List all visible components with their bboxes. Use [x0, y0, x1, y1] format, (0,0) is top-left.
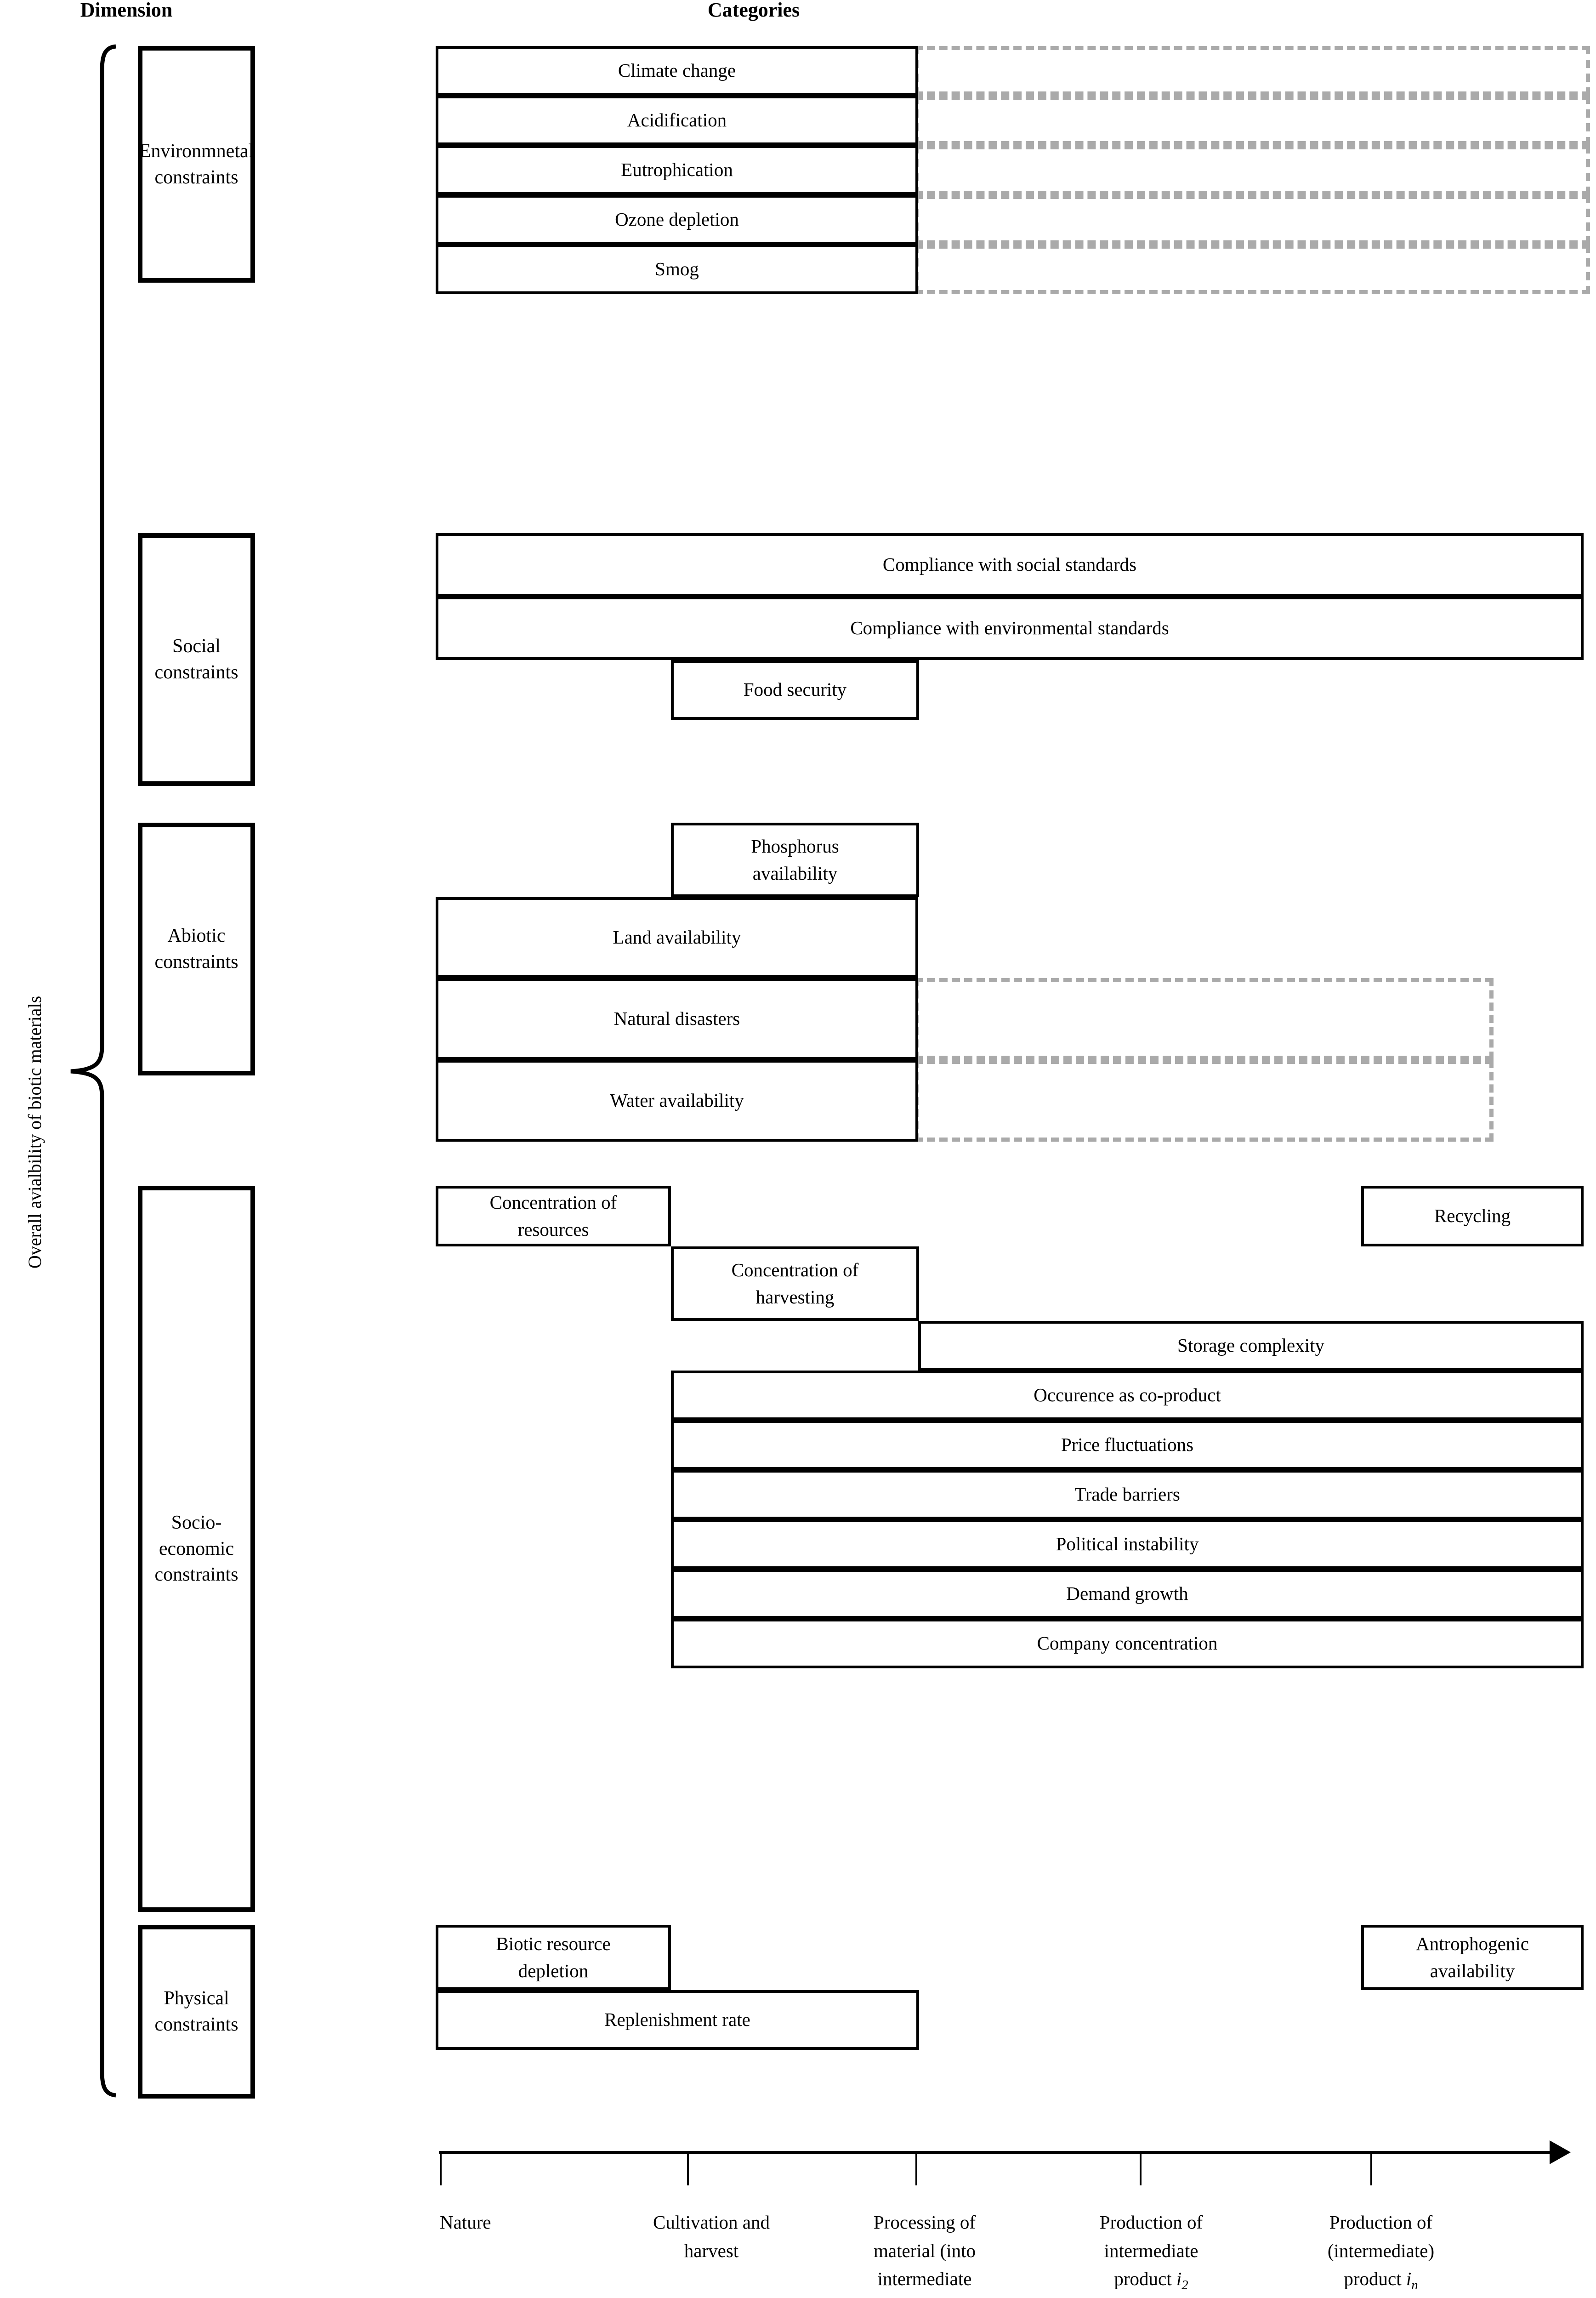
- dimension-label-social-line1: Social: [172, 636, 221, 657]
- dashed-extension-acidification: [914, 96, 1590, 145]
- axis-tick-production-in: [1370, 2154, 1372, 2185]
- dashed-extension-eutrophication: [914, 145, 1590, 195]
- stage-processing-line2: material (into: [874, 2240, 976, 2261]
- stage-production-i2-product-index: 2: [1181, 2278, 1188, 2293]
- stage-production-i2-product-word: product: [1114, 2268, 1176, 2289]
- dashed-extension-smog: [914, 245, 1590, 294]
- category-box-ozone-depletion: Ozone depletion: [436, 195, 918, 245]
- header-categories: Categories: [707, 0, 800, 21]
- dashed-extension-natural-disasters: [914, 978, 1494, 1060]
- stage-production-in-line1: Production of: [1329, 2212, 1433, 2233]
- category-box-company-concentration: Company concentration: [671, 1619, 1584, 1668]
- category-box-occurence-as-co-product: Occurence as co-product: [671, 1371, 1584, 1420]
- stage-cultivation-line1: Cultivation and: [653, 2212, 770, 2233]
- stage-processing-line1: Processing of: [873, 2212, 976, 2233]
- overall-availability-label: Overall avialbility of biotic materials: [24, 995, 45, 1268]
- category-box-concentration-of-harvesting: Concentration of harvesting: [671, 1246, 919, 1321]
- category-label-antrophogenic-line2: availability: [1430, 1960, 1515, 1981]
- category-box-replenishment-rate: Replenishment rate: [436, 1990, 919, 2050]
- value-chain-stage-production-in: Production of (intermediate) product in: [1307, 2208, 1454, 2295]
- axis-tick-nature: [440, 2154, 442, 2185]
- category-box-smog: Smog: [436, 245, 918, 294]
- dimension-box-physical: Physical constraints: [138, 1925, 255, 2099]
- overall-brace-icon: [70, 44, 118, 2098]
- dimension-box-abiotic: Abiotic constraints: [138, 823, 255, 1075]
- stage-production-i2-line3: product i2: [1082, 2265, 1220, 2295]
- category-box-biotic-resource-depletion: Biotic resource depletion: [436, 1925, 671, 1990]
- category-label-phosphorus-line1: Phosphorus: [751, 835, 839, 857]
- dimension-label-socio-line3: constraints: [154, 1564, 239, 1586]
- category-box-water-availability: Water availability: [436, 1060, 918, 1142]
- stage-production-in-product-symbol: i: [1406, 2268, 1412, 2289]
- category-box-antrophogenic-availability: Antrophogenic availability: [1361, 1925, 1584, 1990]
- stage-production-in-product-index: n: [1411, 2278, 1418, 2293]
- stage-processing-line4: product i1): [856, 2293, 994, 2298]
- category-box-political-instability: Political instability: [671, 1519, 1584, 1569]
- axis-tick-production-i2: [1140, 2154, 1142, 2185]
- category-label-concentration-harvesting-line1: Concentration of: [731, 1259, 859, 1280]
- stage-production-in-line3: product in: [1307, 2265, 1454, 2295]
- stage-production-i2-product-symbol: i: [1176, 2268, 1182, 2289]
- category-box-climate-change: Climate change: [436, 46, 918, 96]
- axis-tick-processing: [915, 2154, 917, 2185]
- category-label-phosphorus-line2: availability: [752, 863, 838, 884]
- dashed-extension-climate-change: [914, 46, 1590, 96]
- stage-production-i2-line2: intermediate: [1104, 2240, 1198, 2261]
- dimension-box-environmental: Environmnetal constraints: [138, 46, 255, 283]
- dashed-extension-water-availability: [914, 1060, 1494, 1142]
- stage-cultivation-line2: harvest: [684, 2240, 739, 2261]
- dimension-label-social-line2: constraints: [154, 662, 239, 683]
- stage-processing-product-symbol: i: [947, 2297, 952, 2298]
- value-chain-stage-nature: Nature: [440, 2208, 591, 2237]
- stage-processing-product-word: product: [885, 2297, 947, 2298]
- dimension-label-socio-line2: economic: [159, 1538, 234, 1559]
- category-label-concentration-resources-line2: resources: [517, 1219, 589, 1240]
- category-box-phosphorus-availability: Phosphorus availability: [671, 823, 919, 897]
- dimension-box-socio-economic: Socio- economic constraints: [138, 1186, 255, 1912]
- dimension-label-physical-line2: constraints: [154, 2014, 239, 2035]
- value-chain-stage-processing: Processing of material (into intermediat…: [856, 2208, 994, 2298]
- value-chain-stage-cultivation: Cultivation and harvest: [633, 2208, 789, 2265]
- category-label-concentration-harvesting-line2: harvesting: [755, 1286, 835, 1308]
- category-box-eutrophication: Eutrophication: [436, 145, 918, 195]
- dimension-label-socio-line1: Socio-: [171, 1512, 222, 1533]
- category-box-trade-barriers: Trade barriers: [671, 1470, 1584, 1519]
- stage-production-in-product-word: product: [1344, 2268, 1406, 2289]
- dimension-label-physical-line1: Physical: [164, 1988, 229, 2009]
- dashed-extension-ozone-depletion: [914, 195, 1590, 245]
- axis-tick-cultivation: [687, 2154, 689, 2185]
- category-box-acidification: Acidification: [436, 96, 918, 145]
- stage-production-i2-line1: Production of: [1099, 2212, 1203, 2233]
- category-box-demand-growth: Demand growth: [671, 1569, 1584, 1619]
- category-box-concentration-of-resources: Concentration of resources: [436, 1186, 671, 1246]
- category-box-food-security: Food security: [671, 660, 919, 720]
- value-chain-stage-production-i2: Production of intermediate product i2: [1082, 2208, 1220, 2295]
- header-dimension: Dimension: [80, 0, 173, 21]
- category-box-compliance-environmental-standards: Compliance with environmental standards: [436, 597, 1584, 660]
- category-label-antrophogenic-line1: Antrophogenic: [1416, 1933, 1529, 1954]
- category-label-biotic-depletion-line2: depletion: [518, 1960, 589, 1981]
- category-label-biotic-depletion-line1: Biotic resource: [496, 1933, 611, 1954]
- category-box-compliance-social-standards: Compliance with social standards: [436, 533, 1584, 597]
- stage-nature-label: Nature: [440, 2212, 491, 2233]
- category-box-price-fluctuations: Price fluctuations: [671, 1420, 1584, 1470]
- stage-processing-line3: intermediate: [877, 2268, 972, 2289]
- value-chain-axis-arrow-icon: [1550, 2140, 1571, 2164]
- category-label-concentration-resources-line1: Concentration of: [489, 1191, 617, 1213]
- dimension-label-environmental-line2: constraints: [154, 166, 239, 188]
- category-box-natural-disasters: Natural disasters: [436, 978, 918, 1060]
- value-chain-axis-line: [439, 2151, 1551, 2154]
- dimension-label-abiotic-line2: constraints: [154, 951, 239, 973]
- category-box-recycling: Recycling: [1361, 1186, 1584, 1246]
- dimension-box-social: Social constraints: [138, 533, 255, 786]
- stage-processing-paren: ): [959, 2297, 965, 2298]
- stage-production-in-line2: (intermediate): [1327, 2240, 1435, 2261]
- category-box-storage-complexity: Storage complexity: [918, 1321, 1584, 1371]
- dimension-label-abiotic-line1: Abiotic: [167, 925, 226, 947]
- dimension-label-environmental-line1: Environmnetal: [139, 140, 254, 162]
- category-box-land-availability: Land availability: [436, 897, 918, 978]
